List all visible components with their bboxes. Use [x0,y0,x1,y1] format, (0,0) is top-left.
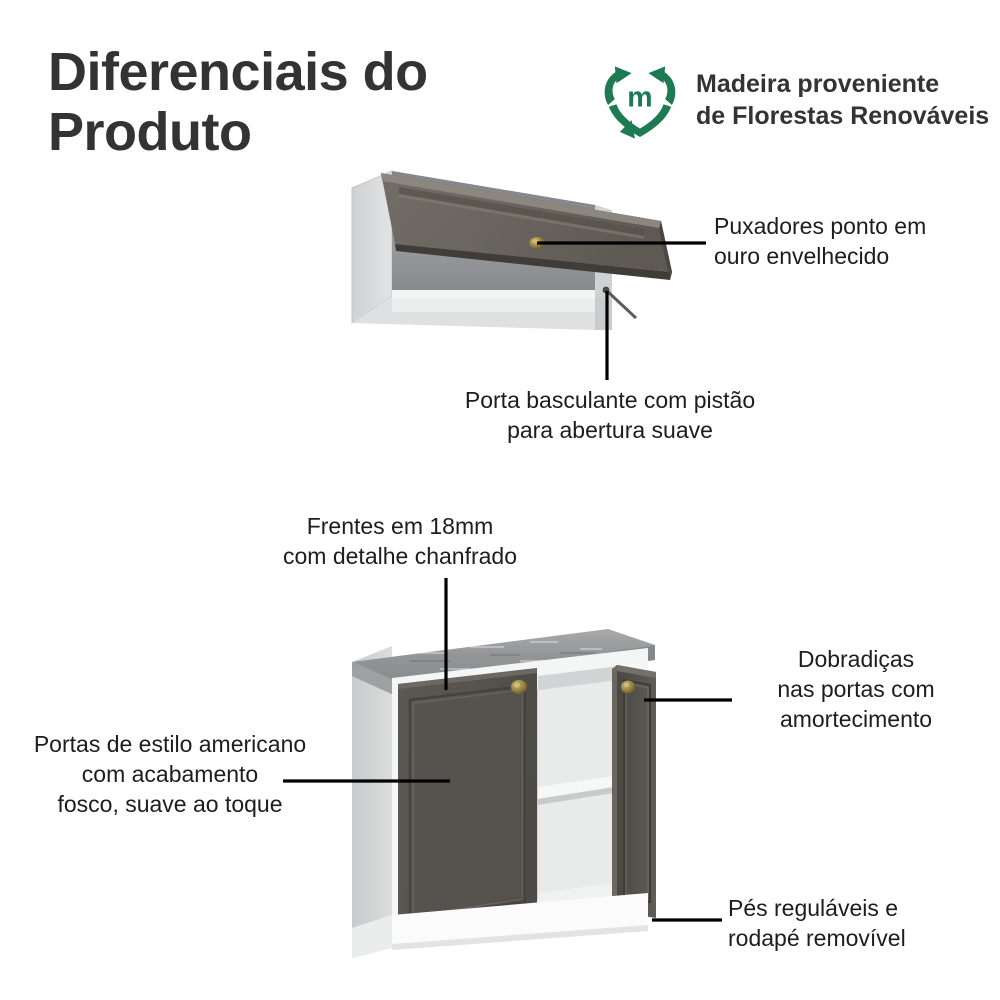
callout-hinges: Dobradiças nas portas com amortecimento [777,646,935,732]
base-cabinet-plinth [352,893,648,958]
base-cabinet-right-door-knob [621,680,635,694]
wall-cabinet-lift-door-panel [381,173,672,280]
eco-badge: m Madeira proveniente de Florestas Renov… [598,58,989,142]
callout-american: Portas de estilo americano com acabament… [33,731,307,817]
wall-cabinet-knob [529,237,545,249]
base-cabinet-two-doors [352,629,656,958]
eco-badge-label: Madeira proveniente de Florestas Renováv… [696,70,990,130]
callout-handles: Puxadores ponto em ouro envelhecido [714,213,927,269]
page-title: Diferenciais do Produto [48,42,428,163]
base-cabinet-right-door [612,665,656,918]
callout-fronts: Frentes em 18mm com detalhe chanfrado [283,513,517,569]
base-cabinet-left-door-knob [511,680,527,694]
wall-cabinet-lift-door [351,170,672,330]
base-cabinet-left-door [398,668,537,935]
wall-cabinet-piston [602,286,638,320]
callout-lift-door: Porta basculante com pistão para abertur… [464,387,756,443]
callout-feet: Pés reguláveis e rodapé removível [728,895,906,951]
recycling-heart-icon: m [598,58,682,142]
eco-badge-monogram: m [627,82,652,114]
